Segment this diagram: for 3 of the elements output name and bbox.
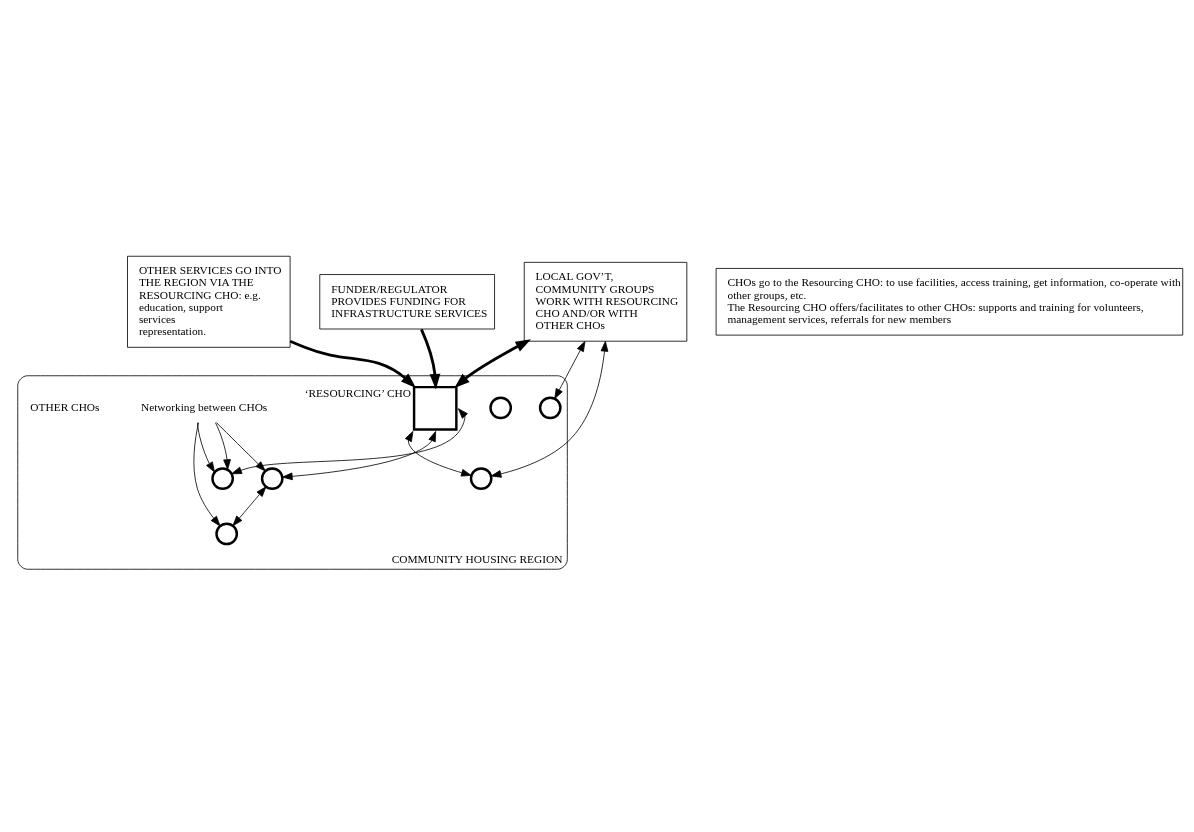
node-text: Networking between CHOs <box>140 400 268 413</box>
node-label: ‘RESOURCING’ CHO <box>304 386 412 399</box>
label: OTHER CHOs <box>30 400 100 413</box>
